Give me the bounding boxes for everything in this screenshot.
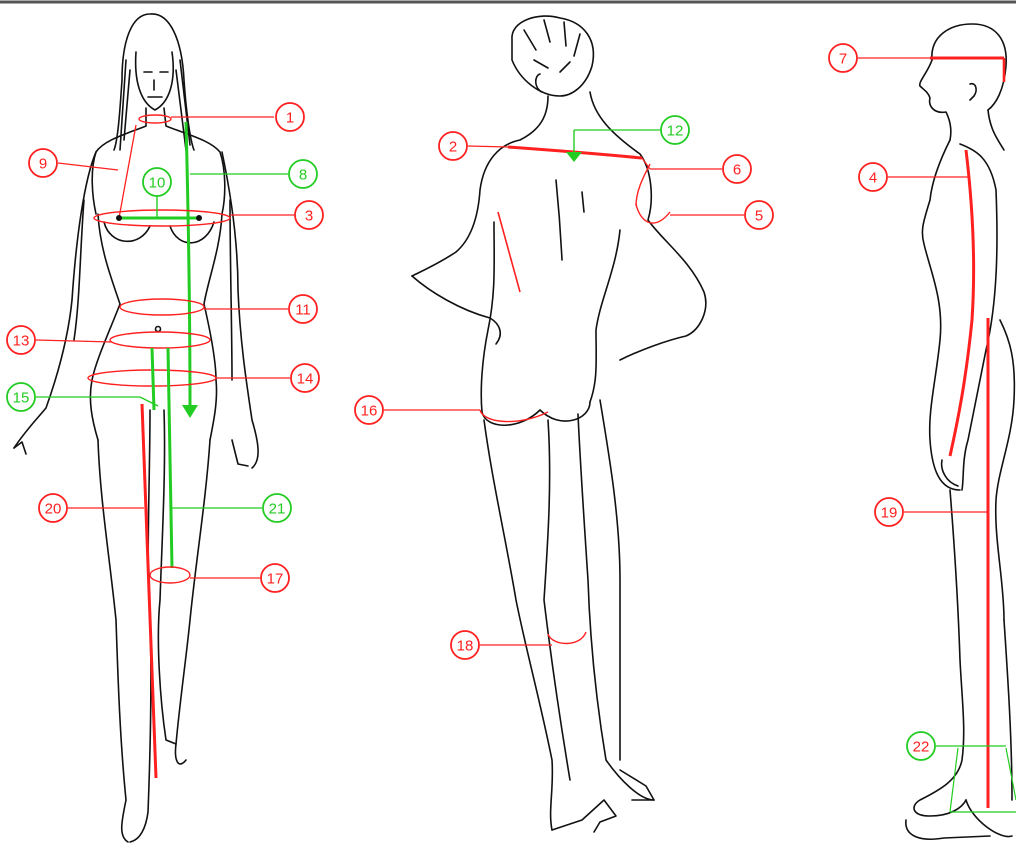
label-21-text: 21 — [269, 501, 286, 518]
label-5: 5 — [745, 201, 773, 229]
label-16-text: 16 — [361, 403, 378, 420]
label-13-text: 13 — [13, 333, 30, 350]
label-2-text: 2 — [449, 139, 457, 156]
label-8: 8 — [289, 160, 317, 188]
label-18-text: 18 — [457, 638, 474, 655]
waist-girth-line — [120, 299, 204, 315]
front-length-line — [186, 122, 190, 410]
measurement-labels: 1 9 10 8 3 11 13 14 15 20 21 17 2 12 6 5… — [7, 44, 935, 760]
label-6-text: 6 — [733, 162, 741, 179]
neck-to-bust-line — [119, 125, 136, 218]
knee-girth-line — [150, 567, 190, 583]
calf-girth-line — [548, 632, 586, 644]
outseam-to-knee-line — [168, 348, 172, 568]
side-view-figure — [906, 24, 1015, 839]
label-1: 1 — [276, 103, 304, 131]
label-3-text: 3 — [305, 208, 313, 225]
label-4: 4 — [859, 163, 887, 191]
label-17: 17 — [261, 564, 289, 592]
label-14: 14 — [291, 364, 319, 392]
arm-length-line — [950, 150, 974, 456]
label-14-text: 14 — [297, 371, 314, 388]
label-2: 2 — [439, 132, 467, 160]
back-measurement-lines — [384, 130, 744, 645]
label-22-text: 22 — [913, 739, 930, 756]
label-16: 16 — [355, 396, 383, 424]
label-15-text: 15 — [13, 390, 30, 407]
label-11-text: 11 — [295, 302, 311, 319]
label-12-text: 12 — [667, 123, 684, 140]
upper-hip-girth-line — [110, 332, 210, 348]
label-22: 22 — [907, 732, 935, 760]
label-5-text: 5 — [755, 208, 763, 225]
label-20: 20 — [39, 494, 67, 522]
label-4-text: 4 — [869, 170, 877, 187]
label-3: 3 — [295, 201, 323, 229]
label-1-text: 1 — [286, 110, 294, 127]
label-20-text: 20 — [45, 501, 62, 518]
label-9: 9 — [29, 149, 57, 177]
label-21: 21 — [263, 494, 291, 522]
label-6: 6 — [723, 155, 751, 183]
label-7-text: 7 — [839, 51, 847, 68]
label-8-text: 8 — [299, 167, 307, 184]
label-17-text: 17 — [267, 571, 284, 588]
neck-girth-line — [139, 115, 171, 123]
label-15: 15 — [7, 383, 35, 411]
label-10-text: 10 — [149, 175, 166, 192]
label-10: 10 — [143, 168, 171, 196]
front-view-figure — [14, 14, 258, 842]
label-9-text: 9 — [39, 156, 47, 173]
label-19: 19 — [875, 498, 903, 526]
label-11: 11 — [289, 295, 317, 323]
label-13: 13 — [7, 326, 35, 354]
label-18: 18 — [451, 631, 479, 659]
upper-arm-girth-line — [636, 204, 670, 223]
label-12: 12 — [661, 116, 689, 144]
label-7: 7 — [829, 44, 857, 72]
label-19-text: 19 — [881, 505, 898, 522]
